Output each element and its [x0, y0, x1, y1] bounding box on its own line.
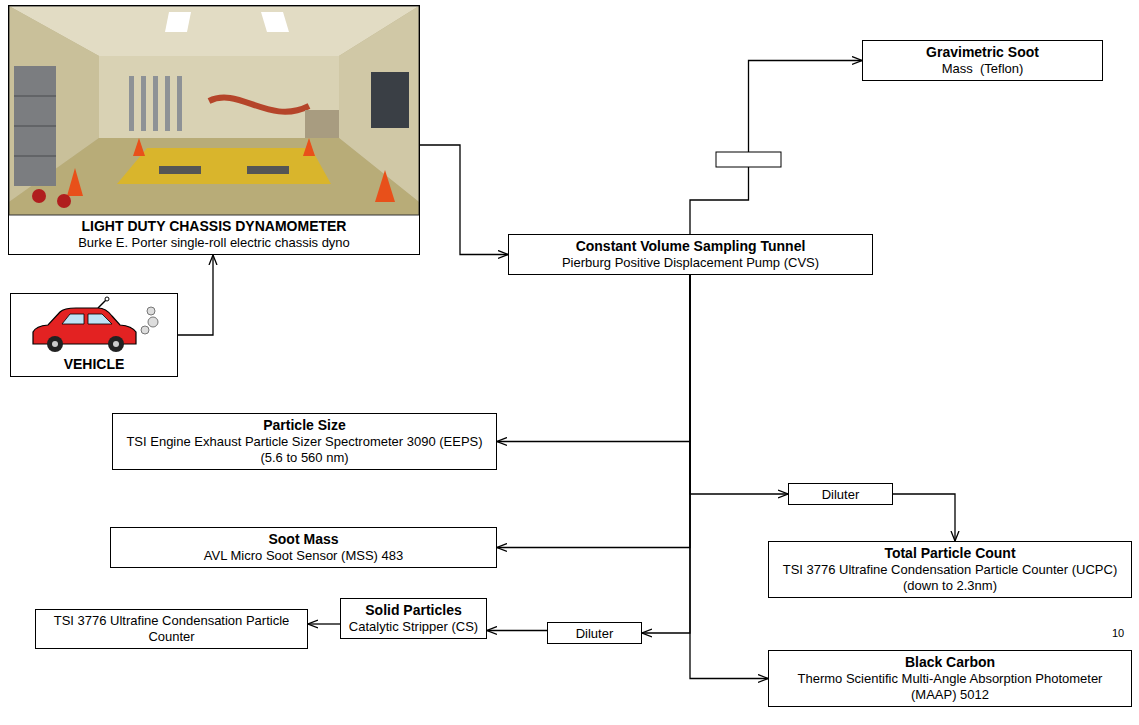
- photo-window: [371, 72, 409, 128]
- photo-cone: [133, 138, 145, 156]
- photo-roller: [247, 166, 289, 174]
- photo-cylinder: [141, 76, 146, 131]
- car-window: [62, 314, 84, 324]
- diluter-box: Diluter: [547, 622, 642, 644]
- box-detail: Pierburg Positive Displacement Pump (CVS…: [515, 255, 866, 271]
- photo-cart-wheel: [32, 189, 46, 203]
- photo-frame: [9, 6, 419, 215]
- connector-arrow: [497, 275, 690, 442]
- photo-light: [261, 12, 289, 32]
- box-heading: Solid Particles: [347, 602, 480, 619]
- instrument-box: Soot MassAVL Micro Soot Sensor (MSS) 483: [110, 527, 497, 568]
- filter-holder: [716, 152, 781, 167]
- connector-arrow: [690, 275, 768, 679]
- diluter-box: Diluter: [788, 483, 893, 505]
- photo-shelf: [14, 126, 56, 127]
- instrument-box: Particle SizeTSI Engine Exhaust Particle…: [112, 413, 497, 470]
- photo-cone: [375, 170, 395, 202]
- exhaust-puff: [147, 307, 155, 315]
- box-heading: VEHICLE: [17, 356, 171, 373]
- box-heading: Black Carbon: [775, 654, 1125, 671]
- car-hub: [52, 341, 58, 347]
- photo-floor: [9, 138, 419, 215]
- box-heading: Constant Volume Sampling Tunnel: [515, 238, 866, 255]
- box-heading: LIGHT DUTY CHASSIS DYNAMOMETER: [15, 218, 413, 235]
- process-box: Solid ParticlesCatalytic Stripper (CS): [340, 598, 487, 639]
- vehicle-box: VEHICLE: [10, 293, 178, 377]
- exhaust-puff: [141, 326, 149, 334]
- car-icon: [33, 297, 158, 352]
- photo-ground: [9, 6, 419, 215]
- connector-arrow: [497, 275, 690, 548]
- dyno-photo: [9, 6, 419, 215]
- photo-crate: [305, 110, 339, 138]
- box-heading: TSI 3776 Ultrafine Condensation Particle…: [42, 613, 301, 645]
- box-detail: TSI Engine Exhaust Particle Sizer Spectr…: [119, 434, 490, 466]
- page-number: 10: [1112, 627, 1124, 640]
- photo-light: [165, 12, 191, 32]
- photo-cone: [67, 168, 83, 196]
- photo-back-wall: [99, 56, 339, 138]
- box-heading: Diluter: [554, 626, 635, 642]
- box-detail: Mass (Teflon): [869, 61, 1096, 77]
- photo-cylinder: [153, 76, 158, 131]
- box-detail: Thermo Scientific Multi-Angle Absorption…: [775, 671, 1125, 703]
- photo-cart-wheel: [57, 194, 71, 208]
- instrument-box: Black CarbonThermo Scientific Multi-Angl…: [768, 650, 1132, 707]
- box-heading: Total Particle Count: [775, 545, 1125, 562]
- car-antenna-tip: [105, 297, 109, 301]
- equipment-box: LIGHT DUTY CHASSIS DYNAMOMETERBurke E. P…: [8, 5, 420, 255]
- process-box: Constant Volume Sampling TunnelPierburg …: [508, 234, 873, 275]
- connector-arrow: [487, 630, 547, 631]
- connector-arrow: [690, 61, 862, 235]
- connector-arrow: [893, 494, 955, 541]
- connector-arrow: [178, 255, 213, 335]
- box-heading: Diluter: [795, 487, 886, 503]
- photo-dyno-plate: [117, 148, 331, 184]
- photo-rack: [14, 66, 56, 186]
- connector-arrow: [308, 623, 340, 624]
- photo-roller: [159, 166, 201, 174]
- car-hub: [113, 341, 119, 347]
- instrument-box: Total Particle CountTSI 3776 Ultrafine C…: [768, 541, 1132, 598]
- connector-arrow: [420, 145, 508, 255]
- box-heading: Gravimetric Soot: [869, 44, 1096, 61]
- connector-arrow: [642, 275, 690, 633]
- car-window: [88, 314, 112, 324]
- exhaust-puff: [148, 317, 158, 327]
- photo-hose: [209, 98, 309, 112]
- photo-cone: [303, 138, 315, 156]
- instrument-box: TSI 3776 Ultrafine Condensation Particle…: [35, 609, 308, 649]
- box-detail: Catalytic Stripper (CS): [347, 619, 480, 635]
- car-antenna: [98, 300, 106, 308]
- box-detail: Burke E. Porter single-roll electric cha…: [15, 235, 413, 251]
- photo-cylinder: [165, 76, 170, 131]
- photo-shelf: [14, 156, 56, 157]
- instrument-box: Gravimetric SootMass (Teflon): [862, 40, 1103, 81]
- box-detail: TSI 3776 Ultrafine Condensation Particle…: [775, 562, 1125, 594]
- car-wheel: [108, 336, 124, 352]
- box-heading: Particle Size: [119, 417, 490, 434]
- photo-cylinder: [129, 76, 134, 131]
- box-heading: Soot Mass: [117, 531, 490, 548]
- box-detail: AVL Micro Soot Sensor (MSS) 483: [117, 548, 490, 564]
- connector-arrow: [690, 275, 788, 494]
- photo-cylinder: [177, 76, 182, 131]
- car-wheel: [47, 336, 63, 352]
- photo-shelf: [14, 96, 56, 97]
